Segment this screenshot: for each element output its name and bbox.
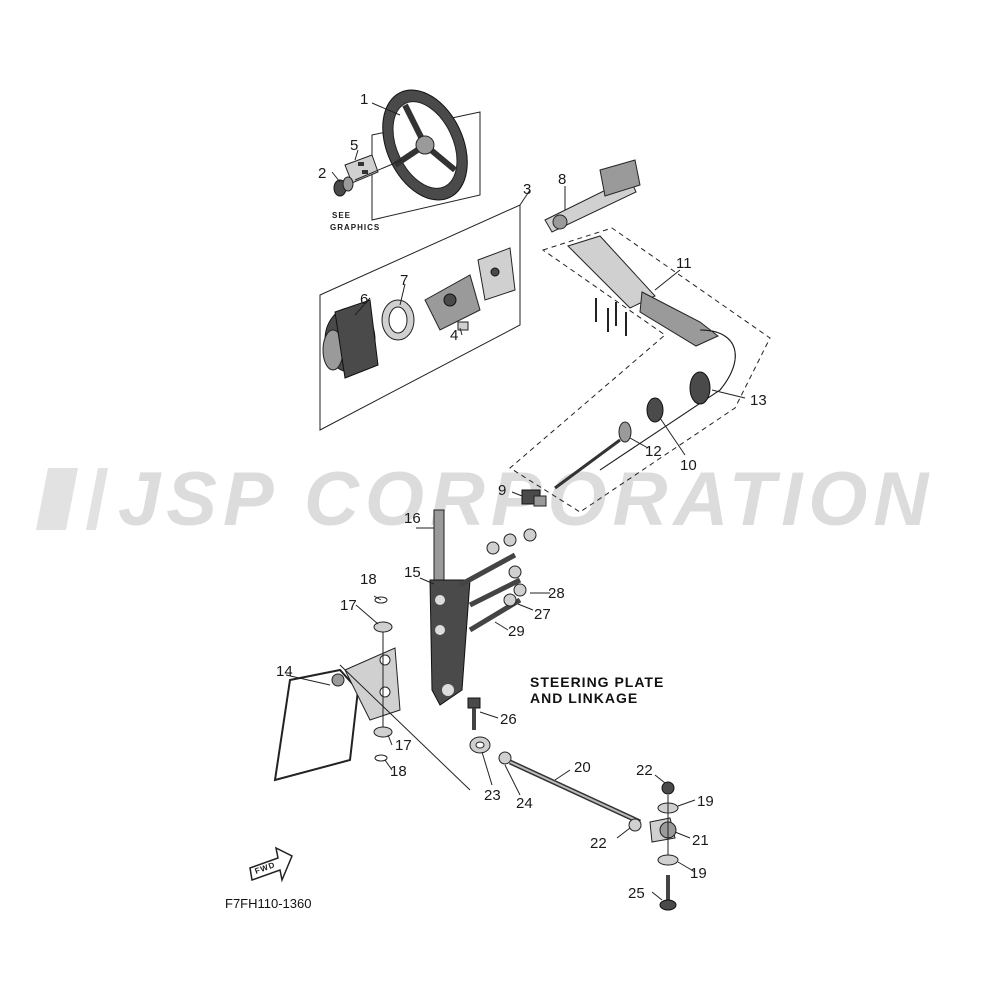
helm-clip-part bbox=[457, 321, 469, 331]
callout-25: 25 bbox=[628, 885, 645, 902]
cable-group-dashed-box bbox=[509, 227, 771, 513]
fwd-arrow-icon: FWD bbox=[249, 846, 293, 883]
callout-13: 13 bbox=[750, 392, 767, 409]
callout-29: 29 bbox=[508, 623, 525, 640]
helm-ring-part bbox=[381, 299, 415, 341]
callout-21: 21 bbox=[692, 832, 709, 849]
helm-drum-part bbox=[322, 299, 379, 379]
callout-19-top: 19 bbox=[697, 793, 714, 810]
callout-18-bottom: 18 bbox=[390, 763, 407, 780]
callout-labels: 1 2 3 4 5 6 7 8 9 10 11 12 13 14 15 16 1… bbox=[276, 91, 767, 902]
steering-cable-part bbox=[599, 329, 736, 471]
callout-14: 14 bbox=[276, 663, 293, 680]
figure-code: F7FH110-1360 bbox=[225, 896, 311, 911]
rod-nut-part bbox=[498, 751, 512, 765]
cable-clip-part bbox=[521, 489, 547, 507]
watermark-logo: JSP CORPORATION bbox=[36, 457, 928, 542]
callout-28: 28 bbox=[548, 585, 565, 602]
callout-23: 23 bbox=[484, 787, 501, 804]
linkage-bolt-part bbox=[467, 697, 481, 730]
see-graphics-line1: SEE bbox=[332, 211, 351, 220]
helm-group-box bbox=[319, 204, 521, 431]
callout-12: 12 bbox=[645, 443, 662, 460]
helm-body-part bbox=[424, 247, 516, 331]
callout-4: 4 bbox=[450, 327, 458, 344]
leader-lines bbox=[285, 102, 746, 901]
callout-15: 15 bbox=[404, 564, 421, 581]
pivot-rod-part bbox=[433, 509, 445, 581]
steering-plate-part bbox=[273, 647, 401, 782]
see-graphics-line2: GRAPHICS bbox=[330, 223, 380, 232]
callout-7: 7 bbox=[400, 272, 408, 289]
joint-bolt-part bbox=[659, 875, 677, 911]
rod-end-part bbox=[469, 736, 491, 754]
steering-wheel-part bbox=[382, 89, 468, 201]
callout-16: 16 bbox=[404, 510, 421, 527]
diagram-title-line1: STEERING PLATE bbox=[530, 674, 664, 690]
callout-18-top: 18 bbox=[360, 571, 377, 588]
callout-10: 10 bbox=[680, 457, 697, 474]
callout-1: 1 bbox=[360, 91, 368, 108]
callout-8: 8 bbox=[558, 171, 566, 188]
joint-top-nut-part bbox=[661, 781, 675, 795]
diagram-title-line2: AND LINKAGE bbox=[530, 690, 638, 706]
ball-joint-part bbox=[649, 817, 677, 843]
callout-24: 24 bbox=[516, 795, 533, 812]
callout-17-top: 17 bbox=[340, 597, 357, 614]
callout-19-bottom: 19 bbox=[690, 865, 707, 882]
cable-connector-part bbox=[567, 235, 719, 347]
cable-boot-part bbox=[689, 371, 711, 405]
plate-oring-bottom bbox=[374, 754, 388, 762]
callout-3: 3 bbox=[523, 181, 531, 198]
callout-17-bottom: 17 bbox=[395, 737, 412, 754]
wheel-nut-part bbox=[333, 176, 354, 197]
rod-end-nut-part bbox=[628, 818, 642, 832]
callout-6: 6 bbox=[360, 291, 368, 308]
callout-22-bottom: 22 bbox=[590, 835, 607, 852]
connector-screws bbox=[595, 298, 627, 336]
callout-2: 2 bbox=[318, 165, 326, 182]
callout-11: 11 bbox=[676, 255, 692, 272]
steering-arm-part bbox=[429, 579, 471, 706]
arm-nuts-part bbox=[486, 528, 537, 607]
plate-washer-bottom bbox=[373, 726, 393, 738]
callout-27: 27 bbox=[534, 606, 551, 623]
callout-26: 26 bbox=[500, 711, 517, 728]
cable-end-part bbox=[544, 159, 641, 233]
joint-washer-bottom bbox=[657, 854, 679, 866]
callout-22-top: 22 bbox=[636, 762, 653, 779]
callout-20: 20 bbox=[574, 759, 591, 776]
callout-9: 9 bbox=[498, 482, 506, 499]
cable-sleeve-part bbox=[554, 397, 664, 490]
callout-5: 5 bbox=[350, 137, 358, 154]
